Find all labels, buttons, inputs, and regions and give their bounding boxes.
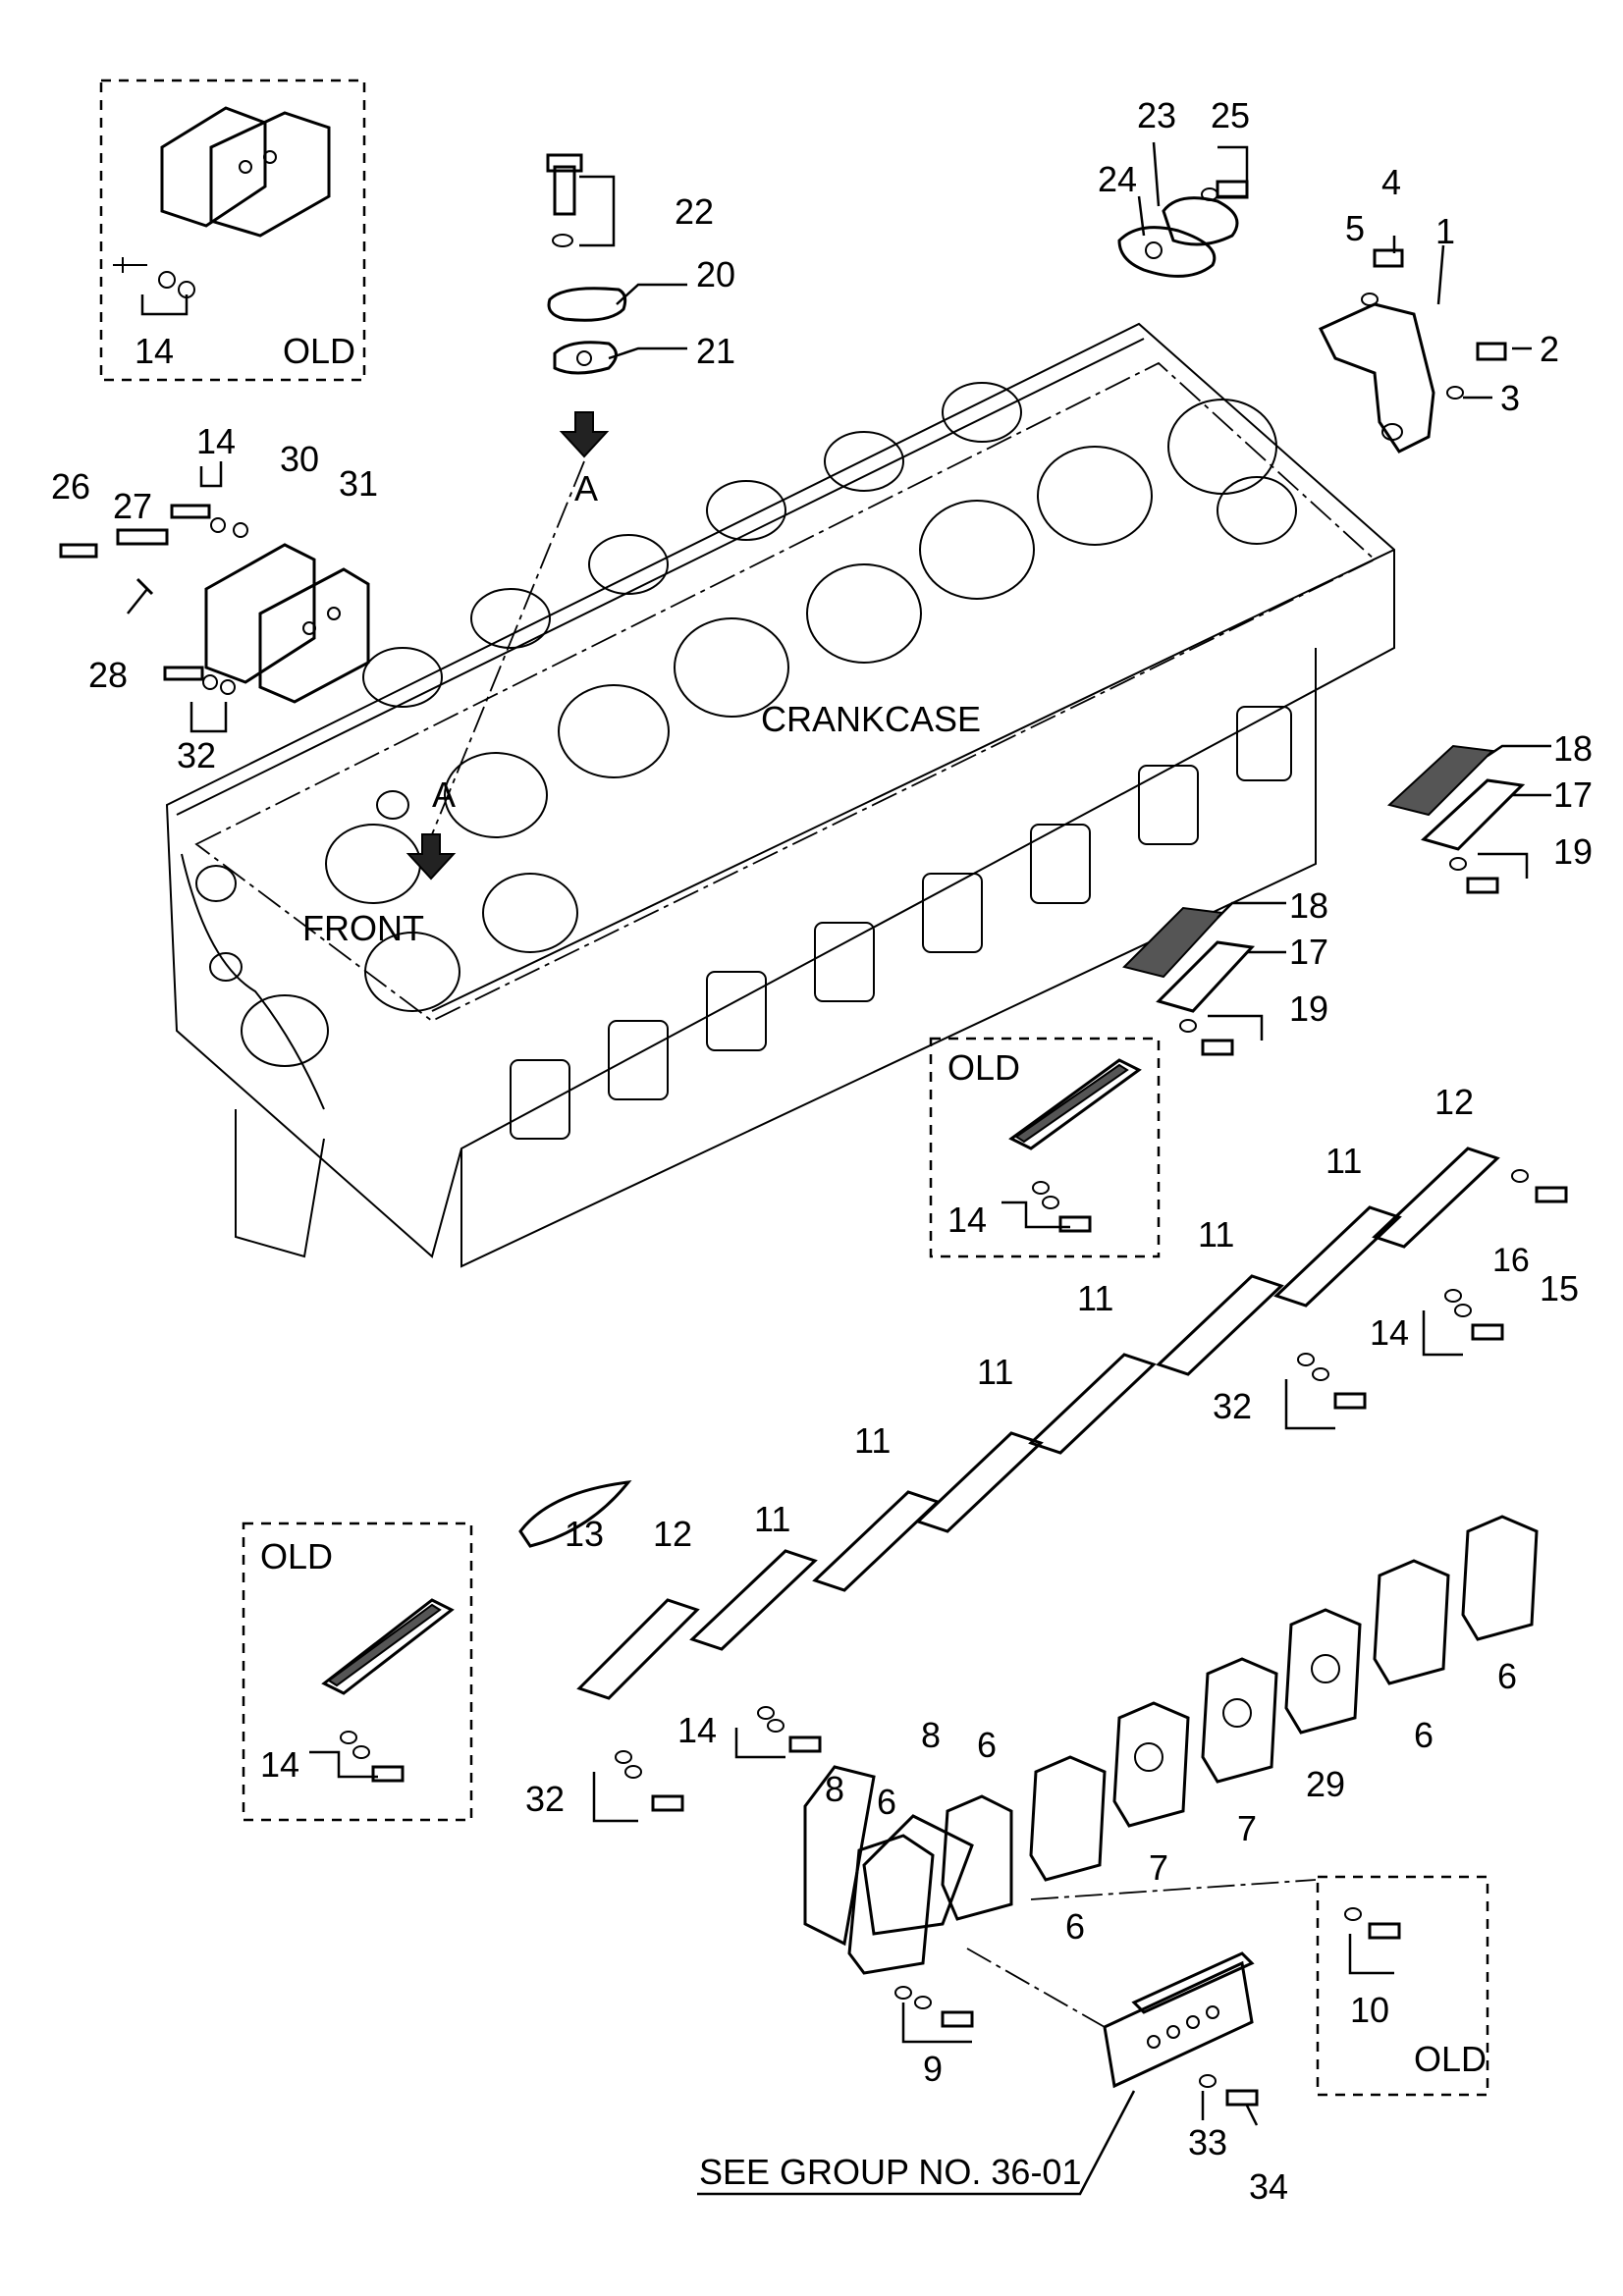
callout-27: 27 (113, 486, 152, 526)
callout-32-left: 32 (177, 735, 216, 775)
callout-7-b: 7 (1237, 1808, 1257, 1848)
callout-13: 13 (565, 1514, 604, 1554)
callout-6-b: 6 (977, 1725, 997, 1765)
callout-18-lower: 18 (1289, 885, 1328, 926)
old-box-lower-right (1316, 1875, 1489, 2097)
callout-19-upper: 19 (1553, 831, 1593, 872)
callout-14-old-top: 14 (135, 331, 174, 371)
callout-11-b: 11 (1198, 1214, 1234, 1255)
old-label-lower-right: OLD (1414, 2039, 1487, 2079)
callout-16: 16 (1492, 1242, 1530, 1279)
callout-14-left: 14 (196, 421, 236, 461)
callout-14-old-middle: 14 (947, 1200, 987, 1240)
callout-7-a: 7 (1149, 1847, 1168, 1888)
cover-plate-top-right (1117, 141, 1249, 278)
see-group-leader (697, 2090, 1136, 2196)
callout-24: 24 (1098, 159, 1137, 199)
callout-29: 29 (1306, 1764, 1345, 1804)
callout-12-left: 12 (653, 1514, 692, 1554)
callout-11-c: 11 (1077, 1278, 1113, 1318)
callout-6-c: 6 (1065, 1906, 1085, 1947)
cover-plate-top-center (546, 153, 687, 458)
view-marker-a-top: A (574, 468, 598, 508)
see-group-reference: SEE GROUP NO. 36-01 (699, 2152, 1081, 2192)
old-box-top-left (99, 79, 366, 382)
callout-6-a: 6 (877, 1782, 896, 1822)
callout-14-center: 14 (677, 1710, 717, 1750)
bracket-assembly (1318, 236, 1532, 454)
callout-14-right: 14 (1370, 1312, 1409, 1353)
old-label-middle: OLD (947, 1047, 1020, 1088)
callout-12-right: 12 (1434, 1082, 1474, 1122)
callout-31: 31 (339, 463, 378, 504)
callout-22: 22 (675, 191, 714, 232)
callout-17-lower: 17 (1289, 932, 1328, 972)
callout-21: 21 (696, 331, 735, 371)
old-box-middle (929, 1037, 1161, 1258)
view-marker-a-block: A (432, 774, 456, 815)
right-end-fasteners (1284, 1169, 1568, 1430)
callout-17-upper: 17 (1553, 774, 1593, 815)
right-cover-upper (1386, 744, 1551, 894)
callout-9: 9 (923, 2049, 943, 2089)
old-label-lower-left: OLD (260, 1536, 333, 1576)
callout-6-d: 6 (1414, 1715, 1434, 1755)
side-covers-row (803, 1515, 1539, 1975)
callout-32-right: 32 (1213, 1386, 1252, 1426)
callout-3: 3 (1500, 378, 1520, 418)
side-openings (510, 706, 1292, 1140)
callout-11-e: 11 (854, 1420, 891, 1461)
callout-10: 10 (1350, 1990, 1389, 2030)
callout-11-d: 11 (977, 1352, 1013, 1392)
callout-11-f: 11 (754, 1499, 790, 1539)
callout-8-left: 8 (825, 1769, 844, 1809)
right-cover-lower (1122, 901, 1286, 1056)
old-box-lower-left (242, 1522, 473, 1822)
crankcase-block (165, 322, 1395, 1268)
front-label: FRONT (302, 908, 424, 948)
callout-6-e: 6 (1497, 1656, 1517, 1696)
callout-33: 33 (1188, 2122, 1227, 2163)
callout-15: 15 (1540, 1268, 1579, 1308)
callout-25: 25 (1211, 95, 1250, 135)
callout-14-old-lower: 14 (260, 1744, 299, 1785)
callout-8-right: 8 (921, 1715, 941, 1755)
cylinder-bores (241, 382, 1297, 1067)
callout-28: 28 (88, 655, 128, 695)
old-label-top-left: OLD (283, 331, 355, 371)
callout-34: 34 (1249, 2166, 1288, 2207)
inspection-covers-row (518, 1147, 1500, 1700)
left-cover-assembly (59, 461, 370, 733)
callout-30: 30 (280, 439, 319, 479)
callout-1: 1 (1435, 211, 1455, 251)
callout-5: 5 (1345, 208, 1365, 248)
callout-19-lower: 19 (1289, 988, 1328, 1029)
callout-32-center: 32 (525, 1779, 565, 1819)
callout-4: 4 (1381, 162, 1401, 202)
callout-18-upper: 18 (1553, 728, 1593, 769)
callout-26: 26 (51, 466, 90, 507)
crankcase-label: CRANKCASE (761, 699, 981, 739)
left-lower-fasteners (592, 1706, 822, 1823)
view-arrow-a-block (406, 833, 457, 881)
callout-2: 2 (1540, 329, 1559, 369)
callout-20: 20 (696, 254, 735, 294)
bottom-plate-assembly (894, 1879, 1317, 2126)
callout-11-a: 11 (1325, 1141, 1362, 1181)
callout-23: 23 (1137, 95, 1176, 135)
